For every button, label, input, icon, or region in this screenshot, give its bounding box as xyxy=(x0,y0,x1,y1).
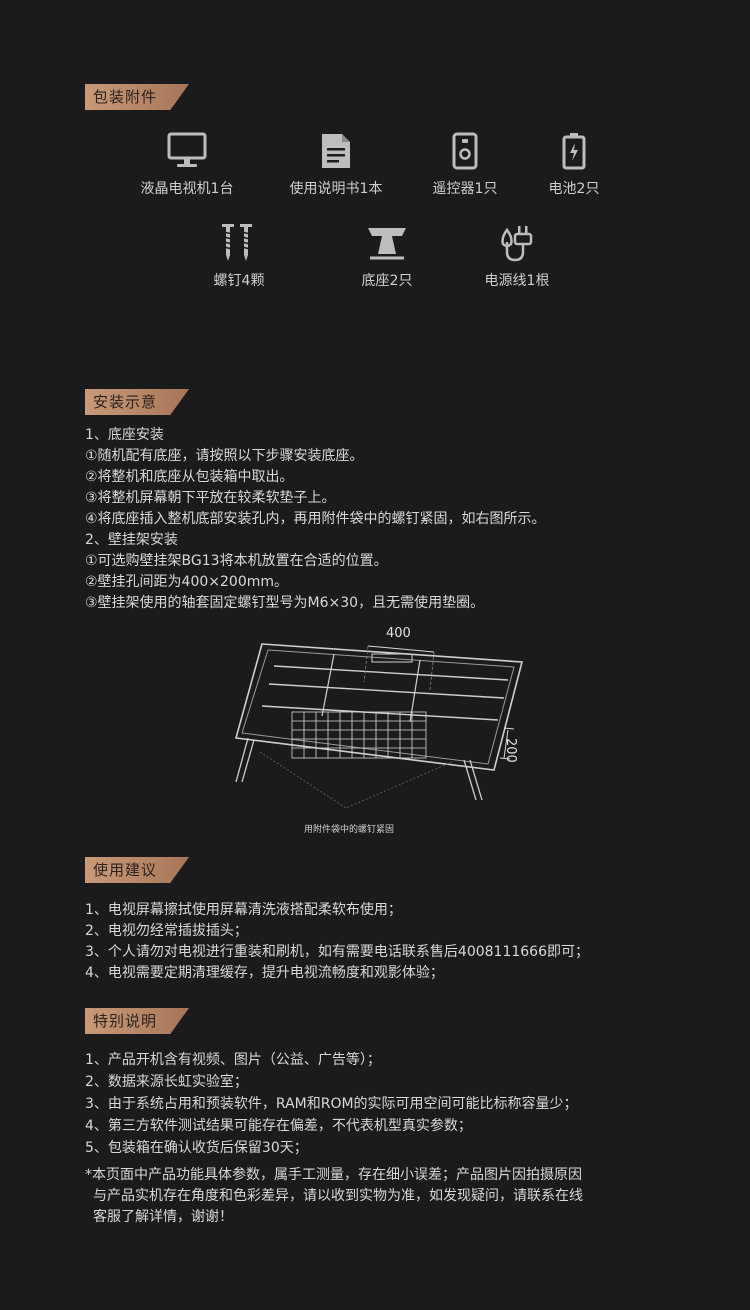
tv-mount-diagram: 400 200 用附件袋中的螺钉紧固 xyxy=(222,620,532,840)
note-line: 2、数据来源长虹实验室； xyxy=(85,1074,248,1090)
remote-icon xyxy=(452,132,478,170)
install-line: 2、壁挂架安装 xyxy=(85,532,178,548)
install-line: ①可选购壁挂架BG13将本机放置在合适的位置。 xyxy=(85,553,388,569)
manual-icon xyxy=(322,134,350,168)
accessory-stands: 底座2只 xyxy=(322,222,452,290)
usage-tips: 1、电视屏幕擦拭使用屏幕清洗液搭配柔软布使用； 2、电视勿经常插拔插头； 3、个… xyxy=(85,900,589,984)
usage-line: 4、电视需要定期清理缓存，提升电视流畅度和观影体验； xyxy=(85,965,444,981)
monitor-icon xyxy=(167,132,207,167)
accessory-label: 电源线1根 xyxy=(484,273,550,289)
accessory-manual: 使用说明书1本 xyxy=(271,132,401,198)
note-line: 1、产品开机含有视频、图片（公益、广告等）； xyxy=(85,1052,381,1068)
note-line: 4、第三方软件测试结果可能存在偏差，不代表机型真实参数； xyxy=(85,1118,472,1134)
usage-line: 3、个人请勿对电视进行重装和刷机，如有需要电话联系售后4008111666即可； xyxy=(85,944,589,960)
disclaimer-line: 与产品实机存在角度和色彩差异，请以收到实物为准，如发现疑问，请联系在线 xyxy=(93,1188,583,1204)
note-line: 3、由于系统占用和预装软件，RAM和ROM的实际可用空间可能比标称容量少； xyxy=(85,1096,578,1112)
power-cord-icon xyxy=(501,226,533,262)
stand-icon xyxy=(368,228,406,260)
battery-icon xyxy=(562,133,586,170)
accessory-tv: 液晶电视机1台 xyxy=(122,132,252,198)
install-line: ③将整机屏幕朝下平放在较柔软垫子上。 xyxy=(85,490,336,506)
install-line: ④将底座插入整机底部安装孔内，再用附件袋中的螺钉紧固，如右图所示。 xyxy=(85,511,546,527)
install-line: 1、底座安装 xyxy=(85,427,164,443)
section-title-accessories: 包装附件 xyxy=(85,84,189,110)
section-title-notes: 特别说明 xyxy=(85,1008,189,1034)
install-line: ②将整机和底座从包装箱中取出。 xyxy=(85,469,294,485)
accessory-label: 底座2只 xyxy=(361,273,413,289)
section-title-install: 安装示意 xyxy=(85,389,189,415)
diagram-width-label: 400 xyxy=(386,626,411,641)
usage-line: 2、电视勿经常插拔插头； xyxy=(85,923,248,939)
accessory-remote: 遥控器1只 xyxy=(400,132,530,198)
accessory-label: 电池2只 xyxy=(548,181,600,197)
disclaimer: *本页面中产品功能具体参数，属手工测量，存在细小误差；产品图片因拍摄原因 与产品… xyxy=(85,1165,583,1228)
section-title-usage: 使用建议 xyxy=(85,857,189,883)
install-line: ③壁挂架使用的轴套固定螺钉型号为M6×30，且无需使用垫圈。 xyxy=(85,595,485,611)
tv-back-illustration xyxy=(234,643,524,809)
accessory-screws: 螺钉4颗 xyxy=(174,222,304,290)
accessory-label: 使用说明书1本 xyxy=(289,181,383,197)
accessory-label: 遥控器1只 xyxy=(432,181,498,197)
notes-list: 1、产品开机含有视频、图片（公益、广告等）； 2、数据来源长虹实验室； 3、由于… xyxy=(85,1049,578,1159)
install-line: ②壁挂孔间距为400×200mm。 xyxy=(85,574,288,590)
install-line: ①随机配有底座，请按照以下步骤安装底座。 xyxy=(85,448,364,464)
diagram-caption: 用附件袋中的螺钉紧固 xyxy=(304,825,395,835)
note-line: 5、包装箱在确认收货后保留30天； xyxy=(85,1140,308,1156)
diagram-height-label: 200 xyxy=(503,738,518,763)
accessory-power-cord: 电源线1根 xyxy=(452,222,582,290)
accessory-label: 螺钉4颗 xyxy=(213,273,265,289)
accessory-label: 液晶电视机1台 xyxy=(140,181,234,197)
install-steps: 1、底座安装 ①随机配有底座，请按照以下步骤安装底座。 ②将整机和底座从包装箱中… xyxy=(85,425,546,614)
usage-line: 1、电视屏幕擦拭使用屏幕清洗液搭配柔软布使用； xyxy=(85,902,402,918)
accessory-battery: 电池2只 xyxy=(509,132,639,198)
screw-icon xyxy=(222,224,252,261)
disclaimer-line: 客服了解详情，谢谢！ xyxy=(93,1209,233,1225)
disclaimer-line: *本页面中产品功能具体参数，属手工测量，存在细小误差；产品图片因拍摄原因 xyxy=(85,1167,582,1183)
